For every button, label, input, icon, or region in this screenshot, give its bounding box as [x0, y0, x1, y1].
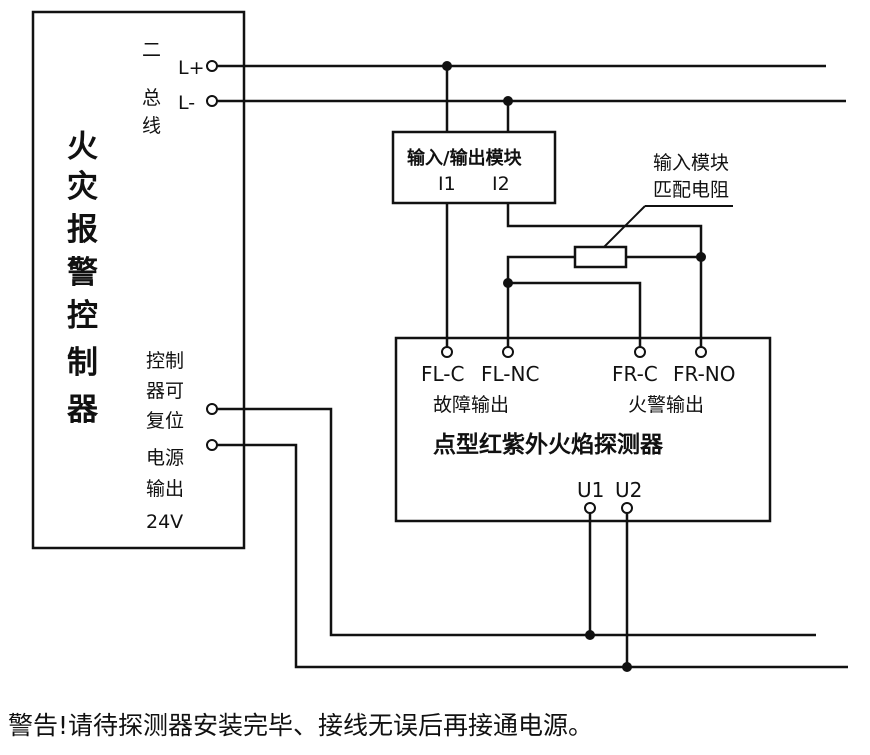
terminal-fl-nc-label: FL-NC [481, 362, 539, 386]
wire-resistor-left [506, 255, 575, 347]
terminal-l-plus-label: L+ [178, 57, 205, 79]
terminal-fl-nc [502, 346, 514, 358]
signal-wires [445, 203, 703, 347]
terminal-u1 [584, 502, 596, 514]
controller-title-char: 警 [67, 255, 98, 291]
io-module-title: 输入/输出模块 [407, 147, 523, 169]
power-wire-2 [217, 443, 848, 669]
wire-i2-fr-no [506, 203, 703, 347]
junction-dot [585, 630, 595, 640]
bus-label: 二 总 线 [142, 39, 161, 137]
io-terminal-i1: I1 [438, 173, 456, 195]
terminal-fr-no [695, 346, 707, 358]
reset-power-line: 复位 [146, 410, 184, 432]
junction-dot [622, 662, 632, 672]
terminal-fl-c-label: FL-C [421, 362, 464, 386]
resistor-label-line: 输入模块 [653, 152, 729, 174]
io-module-box [391, 130, 557, 205]
controller-box [31, 10, 246, 550]
terminal-u1-label: U1 [577, 478, 604, 502]
terminal-l-minus [206, 95, 218, 107]
controller-title-char: 灾 [67, 169, 98, 205]
junction-dot [442, 61, 452, 71]
controller-title-char: 器 [66, 392, 99, 428]
junction-dot [503, 96, 513, 106]
terminal-l-plus [206, 60, 218, 72]
terminal-fr-c-label: FR-C [612, 362, 658, 386]
fire-output-label: 火警输出 [628, 394, 704, 416]
controller-title-char: 报 [67, 212, 98, 248]
terminal-fr-c [634, 346, 646, 358]
junction-dot [503, 278, 513, 288]
reset-power-line: 24V [146, 511, 183, 533]
wire-fl-nc-fr-c [508, 281, 642, 347]
controller-title-char: 制 [67, 345, 98, 381]
reset-power-line: 输出 [146, 478, 184, 500]
bus-label-char: 线 [142, 115, 161, 137]
reset-power-label: 控制 器可 复位 电源 输出 24V [146, 350, 184, 533]
warning-text: 警告!请待探测器安装完毕、接线无误后再接通电源。 [8, 711, 594, 740]
reset-power-line: 控制 [146, 350, 184, 372]
junction-dot [696, 252, 706, 262]
terminal-l-minus-label: L- [178, 92, 195, 114]
controller-title-char: 火 [67, 129, 98, 165]
io-terminal-i2: I2 [492, 173, 510, 195]
terminal-reset-power-1 [206, 403, 218, 415]
bus-label-char: 二 [142, 39, 161, 61]
reset-power-line: 器可 [146, 380, 184, 402]
controller-title: 火 灾 报 警 控 制 器 [66, 129, 99, 428]
terminal-fr-no-label: FR-NO [673, 362, 736, 386]
fault-output-label: 故障输出 [433, 394, 509, 416]
detector-box [394, 336, 772, 523]
reset-power-line: 电源 [146, 447, 184, 469]
terminal-u2 [621, 502, 633, 514]
power-wires [217, 407, 848, 669]
bus-wires [217, 64, 846, 132]
wiring-diagram: 火 灾 报 警 控 制 器 二 总 线 L+ L- 控制 器可 复位 电源 输出… [31, 10, 848, 672]
matching-resistor [573, 245, 628, 269]
detector-title: 点型红紫外火焰探测器 [433, 431, 664, 458]
resistor-label-line: 匹配电阻 [653, 179, 729, 201]
resistor-label: 输入模块 匹配电阻 [653, 152, 729, 201]
terminal-u2-label: U2 [615, 478, 642, 502]
controller-title-char: 控 [67, 298, 98, 334]
bus-label-char: 总 [142, 87, 161, 109]
terminal-reset-power-2 [206, 439, 218, 451]
power-wire-1 [217, 407, 816, 637]
terminal-fl-c [441, 346, 453, 358]
